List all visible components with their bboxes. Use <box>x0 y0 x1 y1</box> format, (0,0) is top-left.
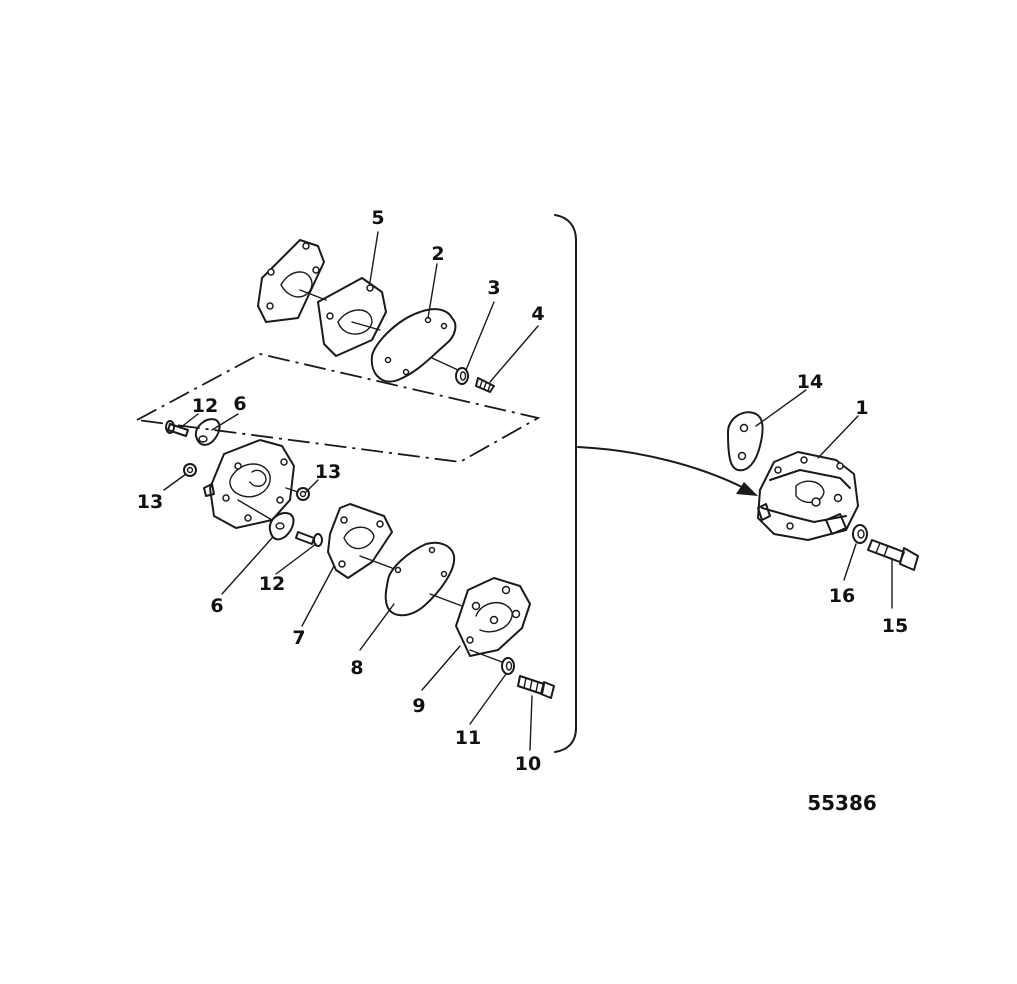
bolt-15-part <box>867 539 919 571</box>
callout-4: 4 <box>531 303 544 325</box>
arrow-head <box>736 482 758 496</box>
screw-10-part <box>517 675 555 699</box>
pump-body-part <box>203 439 295 529</box>
callout-12-lower: 12 <box>259 573 285 595</box>
nut-13-right-part <box>296 487 310 501</box>
assembly-arrow-line <box>577 446 745 489</box>
assembly-axis-line <box>359 555 393 569</box>
callout-14: 14 <box>797 371 823 393</box>
callout-6-lower: 6 <box>210 595 223 617</box>
diaphragm-8-part <box>384 541 456 617</box>
callout-6-upper: 6 <box>233 393 246 415</box>
gasket-14-part <box>727 411 764 472</box>
callout-10: 10 <box>515 753 541 775</box>
assembly-axis-line <box>351 321 381 331</box>
callout-11: 11 <box>455 727 481 749</box>
callout-2: 2 <box>431 243 444 265</box>
assembly-axis-line <box>469 649 503 663</box>
leader-lines <box>163 231 893 751</box>
callout-1: 1 <box>855 397 868 419</box>
callout-13-right: 13 <box>315 461 341 483</box>
check-valve-6-upper-part <box>194 418 221 446</box>
washer-11-part <box>501 657 515 675</box>
washer-3-part <box>455 367 469 385</box>
assembly-axis-line <box>237 499 273 521</box>
cover-9-part <box>455 577 531 657</box>
cover-plate-part <box>257 239 325 323</box>
check-valve-6-lower-part <box>268 512 295 541</box>
screw-12-upper-part <box>165 420 189 437</box>
screw-4-part <box>475 377 495 393</box>
callout-3: 3 <box>487 277 500 299</box>
assembly-axis-line <box>429 593 463 607</box>
callout-7: 7 <box>292 627 305 649</box>
callout-5: 5 <box>371 207 384 229</box>
screw-12-lower-part <box>295 531 323 547</box>
assembly-axis-line <box>299 289 327 301</box>
callout-12-upper: 12 <box>192 395 218 417</box>
callout-13-left: 13 <box>137 491 163 513</box>
callout-9: 9 <box>412 695 425 717</box>
diaphragm-2-part <box>370 308 457 383</box>
callout-16: 16 <box>829 585 855 607</box>
gasket-5-part <box>317 277 387 357</box>
washer-16-part <box>852 524 868 544</box>
callout-8: 8 <box>350 657 363 679</box>
assembly-axis-line <box>431 357 459 371</box>
grouping-bracket <box>554 214 577 753</box>
nut-13-left-part <box>183 463 197 477</box>
figure-number: 55386 <box>807 791 877 815</box>
assembly-axis-line <box>285 487 299 493</box>
gasket-7-part <box>327 503 393 579</box>
phantom-outline <box>134 353 541 463</box>
fuel-pump-1-part <box>757 451 859 541</box>
callout-15: 15 <box>882 615 908 637</box>
